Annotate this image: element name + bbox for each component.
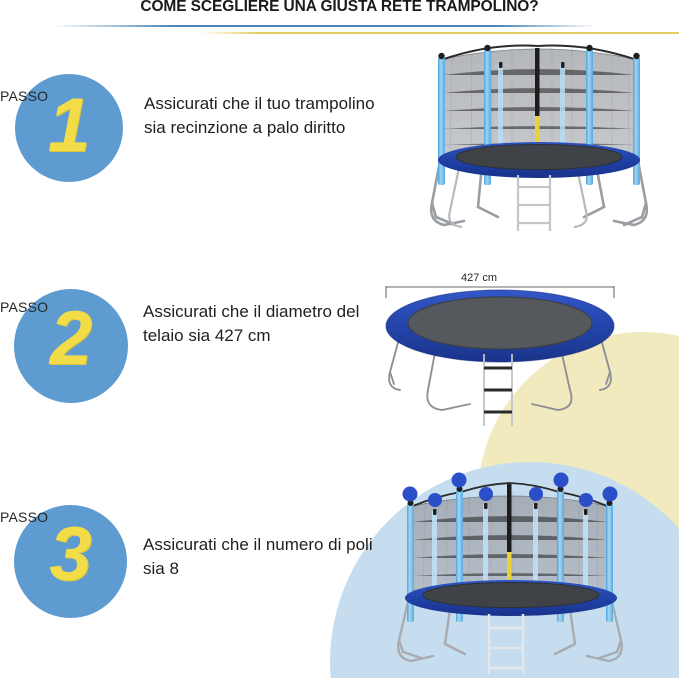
page-title: COME SCEGLIERE UNA GIUSTA RETE TRAMPOLIN… — [140, 0, 539, 15]
step-1-label: PASSO — [0, 88, 49, 104]
step-2-description: Assicurati che il diametro del telaio si… — [143, 302, 360, 346]
blue-divider-rule — [52, 25, 597, 27]
step-1-description: Assicurati che il tuo trampolino sia rec… — [144, 94, 375, 138]
trampoline-with-net-illustration — [429, 44, 649, 231]
step-2-label: PASSO — [0, 299, 49, 315]
step-3-label: PASSO — [0, 509, 49, 525]
step-2-circle — [14, 289, 128, 403]
step-2-number: 2 — [49, 296, 93, 381]
step-3-description: Assicurati che il numero di poli sia 8 — [143, 535, 373, 579]
trampoline-diameter-illustration — [385, 286, 615, 426]
pole-count-markers — [402, 472, 618, 507]
diameter-dimension-label: 427 cm — [461, 272, 498, 284]
step-1-circle — [15, 74, 123, 182]
yellow-divider-rule — [200, 32, 679, 34]
header: COME SCEGLIERE UNA GIUSTA RETE TRAMPOLIN… — [0, 0, 679, 40]
trampoline-eight-poles-illustration — [397, 472, 623, 674]
step-3-number: 3 — [49, 512, 92, 597]
step-3-circle — [14, 505, 127, 618]
step-1-number: 1 — [47, 83, 91, 168]
